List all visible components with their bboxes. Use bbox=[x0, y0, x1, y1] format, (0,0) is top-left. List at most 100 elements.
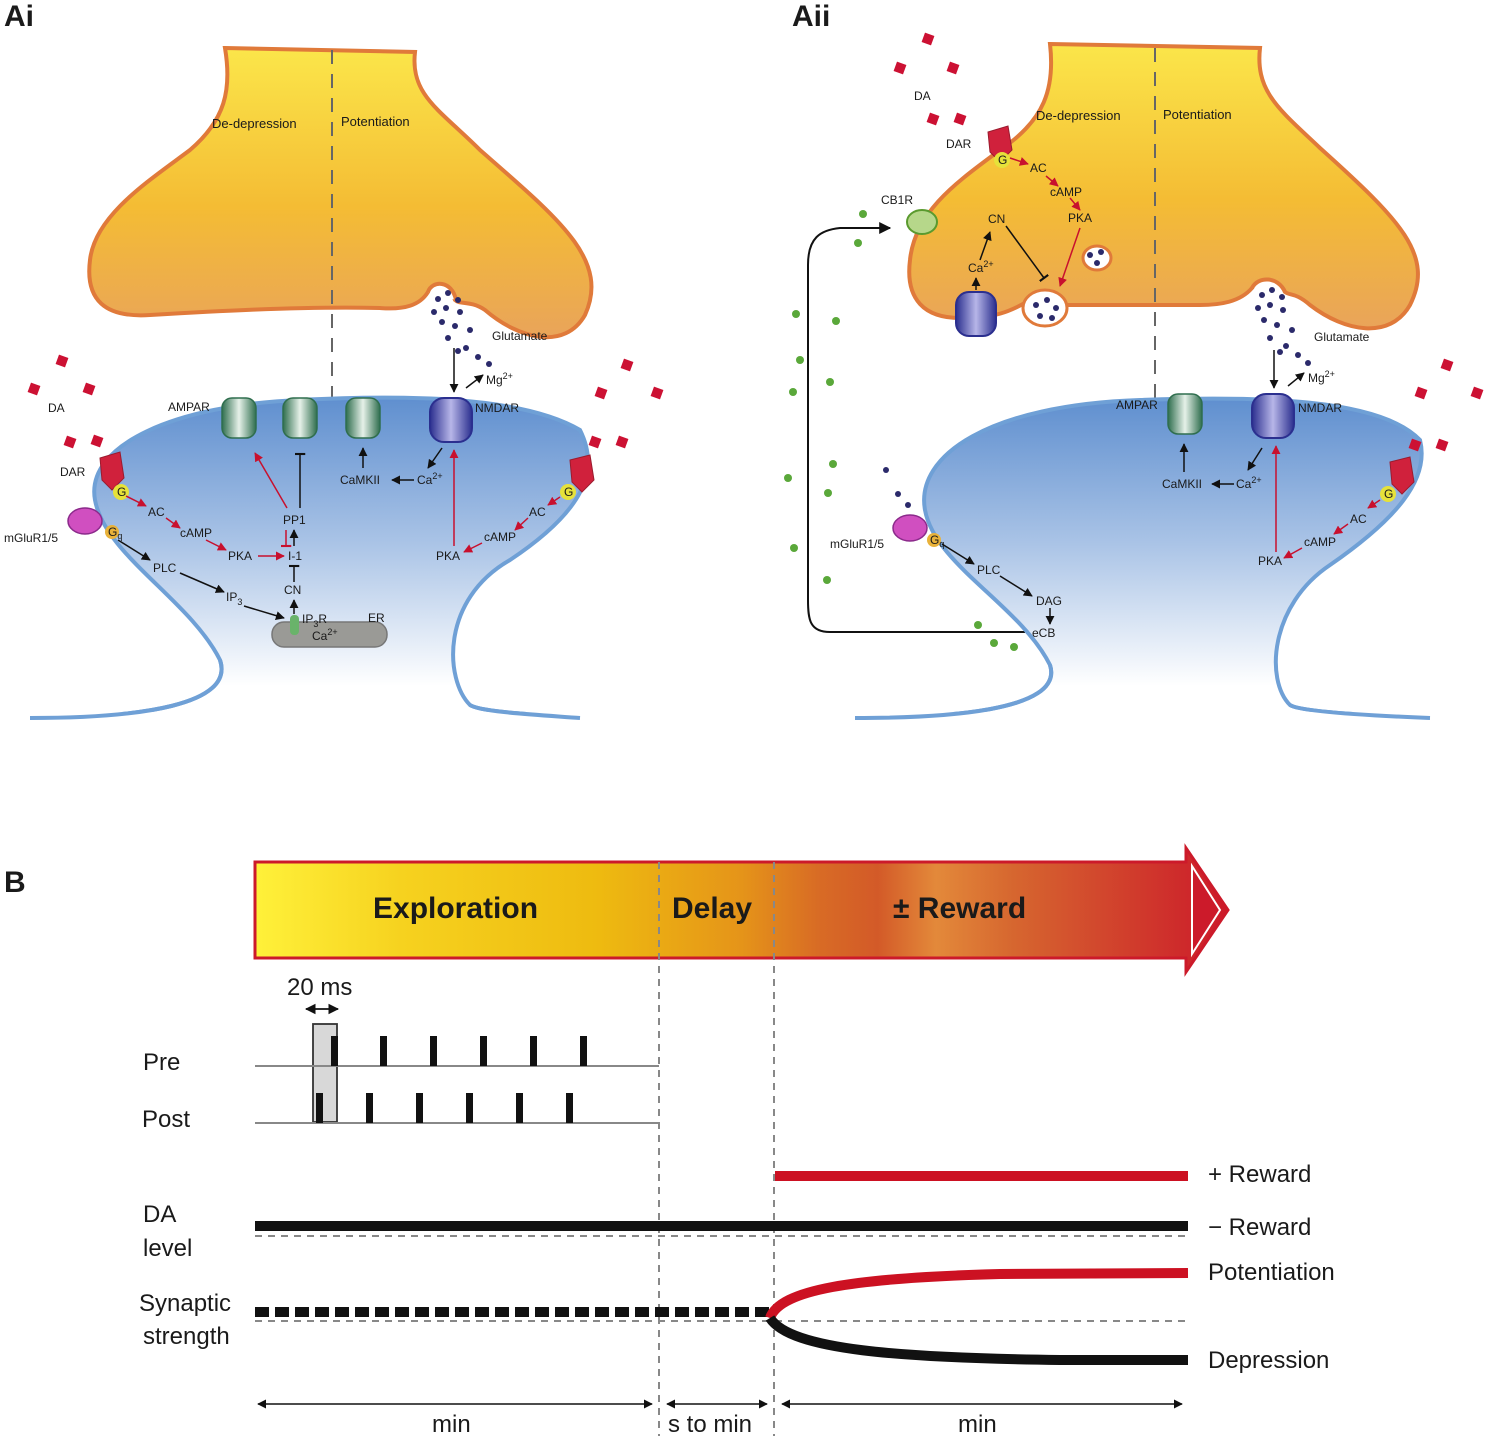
presynaptic-terminal-aii bbox=[907, 41, 1420, 331]
glutamate-dots-ai bbox=[431, 290, 492, 367]
release-site-aii-left bbox=[1021, 288, 1069, 328]
pathway-arrows-ai bbox=[117, 348, 561, 620]
post-spike bbox=[316, 1093, 323, 1123]
ampar-label-aii: AMPAR bbox=[1116, 398, 1158, 412]
dopamine-molecules-aii-top bbox=[893, 32, 967, 126]
mg-label-ai: Mg2+ bbox=[486, 371, 513, 387]
dar-receptor-aii-post bbox=[1389, 456, 1415, 495]
g-label-aii-pre: G bbox=[998, 153, 1007, 167]
potentiation-curve bbox=[765, 1268, 1189, 1321]
dar-receptor-ai-left bbox=[99, 451, 125, 491]
vesicle-aii bbox=[1081, 244, 1113, 272]
ecb-dots bbox=[784, 210, 1018, 651]
post-spike bbox=[566, 1093, 573, 1123]
camkii-label-ai: CaMKII bbox=[340, 473, 380, 487]
mg-label-aii: Mg2+ bbox=[1308, 369, 1335, 385]
de-depression-label-aii: De-depression bbox=[1036, 108, 1121, 123]
camp-label-aii-pre: cAMP bbox=[1050, 185, 1082, 199]
ac-label-aii-pre: AC bbox=[1030, 161, 1047, 175]
da-label-aii: DA bbox=[914, 89, 931, 103]
da-label-ai: DA bbox=[48, 401, 65, 415]
plc-label-aii: PLC bbox=[977, 563, 1001, 577]
vesicle-contents-aii bbox=[1033, 249, 1104, 321]
mglur-receptor-ai bbox=[67, 507, 103, 535]
dar-label-ai: DAR bbox=[60, 465, 86, 479]
post-spike bbox=[416, 1093, 423, 1123]
gq-label-ai: Gq bbox=[108, 525, 122, 541]
ampar-channel-aii bbox=[1167, 393, 1203, 435]
mglur-label-ai: mGluR1/5 bbox=[4, 531, 58, 545]
nmdar-channel-ai bbox=[429, 397, 473, 443]
pre-spike bbox=[480, 1036, 487, 1066]
nmdar-label-ai: NMDAR bbox=[475, 401, 519, 415]
g-protein-ai-left bbox=[113, 484, 129, 500]
row-label-post: Post bbox=[142, 1106, 190, 1133]
presynaptic-ca-channel bbox=[955, 291, 997, 337]
pp1-label: PP1 bbox=[283, 513, 306, 527]
outcome-minus-reward: − Reward bbox=[1208, 1214, 1311, 1241]
pka-label-aii-post: PKA bbox=[1258, 554, 1282, 568]
potentiation-label-ai: Potentiation bbox=[341, 114, 410, 129]
duration-reward: min bbox=[958, 1411, 997, 1436]
pathway-arrows-aii bbox=[941, 157, 1381, 625]
panel-aii-label: Aii bbox=[792, 0, 830, 33]
panel-ai-label: Ai bbox=[4, 0, 34, 33]
ip3r-channel bbox=[290, 615, 299, 635]
gq-label-aii: Gq bbox=[930, 533, 944, 549]
er-organelle bbox=[271, 621, 388, 648]
postsynaptic-spine-ai bbox=[29, 395, 590, 720]
cn-label-aii: CN bbox=[988, 212, 1005, 226]
time-window-label: 20 ms bbox=[287, 974, 352, 1001]
er-label: ER bbox=[368, 611, 385, 625]
dopamine-molecules-aii-right bbox=[1408, 358, 1484, 452]
ca-label-ai: Ca2+ bbox=[417, 471, 443, 487]
panel-ai: Ai De-depression Potentiation Glutamate … bbox=[0, 0, 800, 752]
dar-label-aii: DAR bbox=[946, 137, 972, 151]
ca-er-label: Ca2+ bbox=[312, 627, 338, 643]
phase-delay: Delay bbox=[672, 892, 752, 925]
ac-label-ai-left: AC bbox=[148, 505, 165, 519]
row-label-strength: strength bbox=[143, 1323, 230, 1350]
dopamine-molecules-ai-right bbox=[588, 358, 664, 449]
outcome-plus-reward: + Reward bbox=[1208, 1161, 1311, 1188]
g-label-aii-post: G bbox=[1384, 487, 1393, 501]
ca-label-aii-pre: Ca2+ bbox=[968, 259, 994, 275]
ampar-channels-ai bbox=[221, 397, 381, 439]
nmdar-channel-aii bbox=[1251, 393, 1295, 439]
panel-aii: Aii De-depression Potentiation Glutamate… bbox=[784, 0, 1500, 752]
mglur-receptor-aii bbox=[892, 514, 928, 542]
row-label-synaptic: Synaptic bbox=[139, 1290, 231, 1317]
ecb-retrograde-path bbox=[807, 222, 1025, 633]
post-spike bbox=[366, 1093, 373, 1123]
duration-exploration: min bbox=[432, 1411, 471, 1436]
dopamine-molecules-ai-left bbox=[27, 354, 104, 449]
postsynaptic-spine-aii bbox=[854, 396, 1431, 720]
ampar-label-ai: AMPAR bbox=[168, 400, 210, 414]
pka-label-aii-pre: PKA bbox=[1068, 211, 1092, 225]
camkii-label-aii: CaMKII bbox=[1162, 477, 1202, 491]
panel-b-label: B bbox=[4, 866, 26, 899]
i1-label: I-1 bbox=[288, 549, 302, 563]
g-protein-ai-right bbox=[560, 484, 576, 500]
camp-label-ai-right: cAMP bbox=[484, 530, 516, 544]
mglur-label-aii: mGluR1/5 bbox=[830, 537, 884, 551]
outcome-depression: Depression bbox=[1208, 1347, 1329, 1374]
phase-exploration: Exploration bbox=[373, 892, 538, 925]
row-label-da: DA bbox=[143, 1201, 176, 1228]
cb1r-receptor bbox=[906, 209, 938, 235]
glutamate-label-aii: Glutamate bbox=[1314, 330, 1370, 344]
plc-label-ai: PLC bbox=[153, 561, 177, 575]
gq-protein-aii bbox=[927, 533, 941, 547]
pka-label-ai-right: PKA bbox=[436, 549, 460, 563]
ca-label-aii-post: Ca2+ bbox=[1236, 475, 1262, 491]
nmdar-label-aii: NMDAR bbox=[1298, 401, 1342, 415]
g-label-ai-right: G bbox=[564, 485, 573, 499]
phase-reward: ± Reward bbox=[893, 892, 1026, 925]
g-protein-aii-pre bbox=[994, 152, 1010, 168]
pre-spike bbox=[530, 1036, 537, 1066]
ac-label-ai-right: AC bbox=[529, 505, 546, 519]
row-label-level: level bbox=[143, 1235, 192, 1262]
glutamate-label-ai: Glutamate bbox=[492, 329, 548, 343]
glutamate-dots-aii-mglur bbox=[883, 467, 911, 508]
